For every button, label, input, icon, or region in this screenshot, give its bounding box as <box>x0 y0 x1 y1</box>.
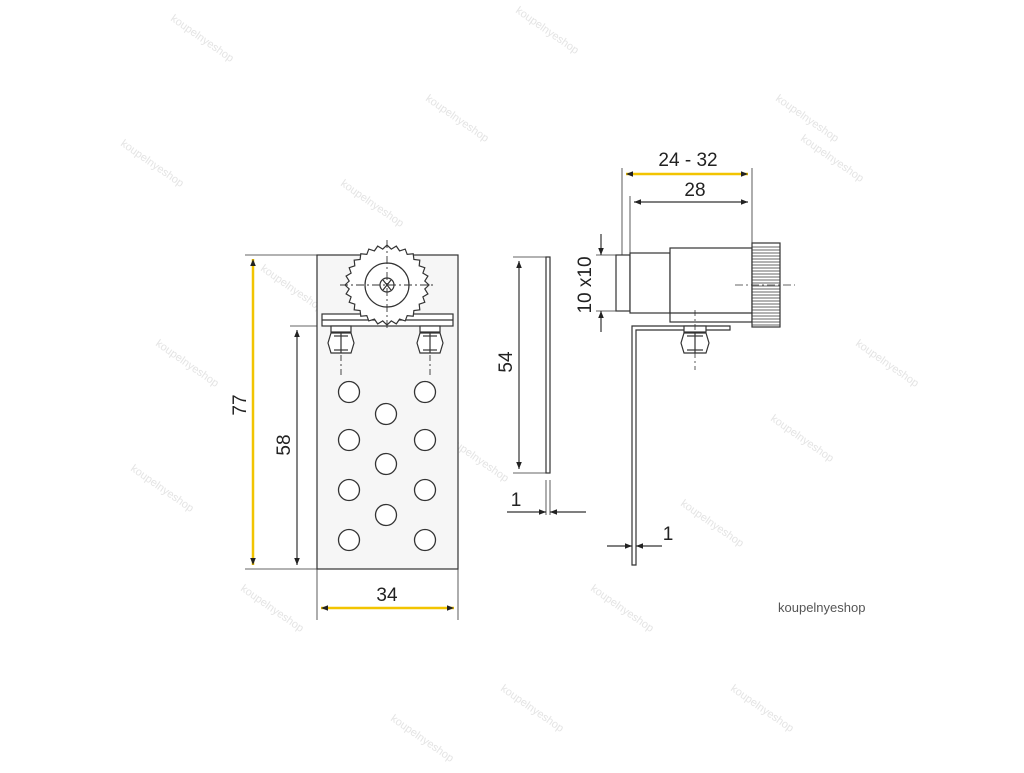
watermark-text: koupelnyeshop <box>513 5 581 57</box>
front-view <box>245 240 459 620</box>
square-nut <box>615 254 631 312</box>
watermark-text: koupelnyeshop <box>423 93 491 145</box>
plate-edge <box>545 256 551 474</box>
watermark-text: koupelnyeshop <box>768 413 836 465</box>
label-58: 58 <box>274 434 295 455</box>
watermark-text: koupelnyeshop <box>388 713 456 765</box>
label-54: 54 <box>496 351 517 373</box>
watermark-text: koupelnyeshop <box>728 683 796 735</box>
label-77: 77 <box>230 394 251 415</box>
watermark-text: koupelnyeshop <box>498 683 566 735</box>
watermark-text: koupelnyeshop <box>258 263 326 315</box>
label-34: 34 <box>376 585 398 606</box>
front-dimensions: 77 58 34 <box>230 259 454 611</box>
watermark-text: koupelnyeshop <box>338 178 406 230</box>
profile-bolt <box>680 310 710 370</box>
label-side-thickness: 1 <box>511 490 522 511</box>
side-view <box>507 256 586 515</box>
watermark-text: koupelnyeshop <box>238 583 306 635</box>
label-10x10: 10 x10 <box>575 256 596 313</box>
watermark-text: koupelnyeshop <box>153 338 221 390</box>
bent-bracket <box>631 325 731 566</box>
brand-label: koupelnyeshop <box>778 600 865 615</box>
watermark-text: koupelnyeshop <box>588 583 656 635</box>
label-24-32: 24 - 32 <box>658 150 717 171</box>
watermark-text: koupelnyeshop <box>128 463 196 515</box>
left-bolt <box>327 325 355 354</box>
perforation-holes <box>337 380 437 552</box>
profile-view <box>596 168 795 566</box>
watermark-text: koupelnyeshop <box>168 13 236 65</box>
watermark-text: koupelnyeshop <box>118 138 186 190</box>
watermark-text: koupelnyeshop <box>853 338 921 390</box>
label-28: 28 <box>684 180 705 201</box>
right-bolt <box>416 325 444 354</box>
watermark-text: koupelnyeshop <box>678 498 746 550</box>
label-bend-thickness: 1 <box>663 524 674 545</box>
